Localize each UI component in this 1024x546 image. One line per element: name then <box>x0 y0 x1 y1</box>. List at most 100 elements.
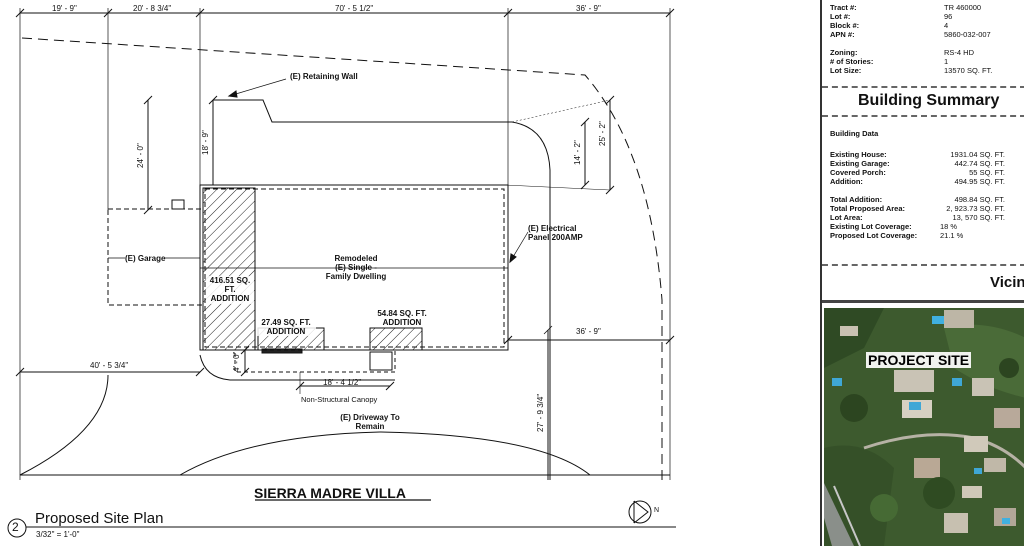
info-value: 5860-032-007 <box>944 30 991 39</box>
data-key: Addition: <box>830 177 863 186</box>
addition-54-line-2: ADDITION <box>382 318 422 328</box>
addition-416-line-1: 416.51 SQ. <box>209 276 251 285</box>
north-arrow-icon: N <box>654 507 660 514</box>
electrical-line-1: (E) Electrical <box>528 224 577 233</box>
data-value: 1931.04 SQ. FT. <box>950 150 1005 159</box>
canopy-label: Non-Structural Canopy <box>301 395 378 404</box>
drawing-number: 2 <box>12 520 19 534</box>
dwelling-label-line-3: Family Dwelling <box>325 272 387 282</box>
info-value: TR 460000 <box>944 3 982 12</box>
addition-54-label: 54.84 SQ. FT. ADDITION <box>372 309 432 328</box>
data-value: 13, 570 SQ. FT. <box>952 213 1005 222</box>
project-site-label: PROJECT SITE <box>866 352 972 368</box>
aerial-photo <box>824 308 1024 546</box>
info-row: Zoning:RS-4 HD <box>822 48 1024 57</box>
garage-label: (E) Garage <box>125 254 166 264</box>
data-value: 21.1 % <box>940 231 964 240</box>
vicinity-heading: Vicin <box>990 274 1024 291</box>
addition-27-label: 27.49 SQ. FT. ADDITION <box>256 318 316 337</box>
data-row: Covered Porch: 55 SQ. FT. <box>822 168 1024 177</box>
retaining-wall-label: (E) Retaining Wall <box>290 72 358 81</box>
info-key: # of Stories: <box>830 57 874 66</box>
dim-vertical-18: 18' - 9" <box>201 130 210 155</box>
building-data: Building Data Existing House: 1931.04 SQ.… <box>822 129 1024 240</box>
data-row: Addition: 494.95 SQ. FT. <box>822 177 1024 186</box>
dim-left-mid: 40' - 5 3/4" <box>90 361 129 370</box>
data-value: 494.95 SQ. FT. <box>954 177 1005 186</box>
addition-416-line-2: FT. <box>224 285 236 295</box>
dwelling-label-line-1: Remodeled <box>334 254 378 263</box>
driveway-line-1: (E) Driveway To <box>340 413 400 422</box>
data-value: 55 SQ. FT. <box>969 168 1005 177</box>
info-value: 1 <box>944 57 949 66</box>
info-key: APN #: <box>830 30 855 39</box>
addition-27-line-2: ADDITION <box>266 327 306 337</box>
data-key: Proposed Lot Coverage: <box>830 231 918 240</box>
data-key: Existing Lot Coverage: <box>830 222 912 231</box>
building-summary-heading: Building Summary <box>858 92 1000 109</box>
data-row: Existing House: 1931.04 SQ. FT. <box>822 150 1024 159</box>
info-value: 13570 SQ. FT. <box>944 66 993 75</box>
project-info: Tract #: TR 460000 Lot #: 96 Block #: 4 APN… <box>822 3 1024 75</box>
data-row: Existing Garage:442.74 SQ. FT. <box>822 159 1024 168</box>
data-row: Existing Lot Coverage: 18 % <box>822 222 1024 231</box>
site-plan-drawing <box>7 8 676 538</box>
section-divider <box>822 115 1024 117</box>
driveway-line-2: Remain <box>355 422 385 432</box>
dim-vertical-25: 25' - 2" <box>598 121 607 146</box>
driveway-label: (E) Driveway To Remain <box>330 413 410 431</box>
info-row: Block #: 4 <box>822 21 1024 30</box>
electrical-line-2: Panel 200AMP <box>528 233 583 243</box>
dim-top-1: 19' - 9" <box>52 4 77 13</box>
dim-vertical-24: 24' - 0" <box>136 143 145 168</box>
data-row: Proposed Lot Coverage: 21.1 % <box>822 231 1024 240</box>
dim-right-mid: 36' - 9" <box>576 327 601 336</box>
info-key: Lot #: <box>830 12 851 21</box>
data-value: 498.84 SQ. FT. <box>954 195 1005 204</box>
addition-416-line-3: ADDITION <box>210 294 250 304</box>
street-name: SIERRA MADRE VILLA <box>254 485 406 501</box>
dim-canopy-width: 18' - 4 1/2" <box>323 378 362 387</box>
dim-vertical-4: 4' - 0" <box>232 351 241 372</box>
info-row: Lot Size: 13570 SQ. FT. <box>822 66 1024 75</box>
dim-top-4: 36' - 9" <box>576 4 601 13</box>
info-value: 4 <box>944 21 949 30</box>
data-row: Total Addition: 498.84 SQ. FT. <box>822 195 1024 204</box>
dim-vertical-27: 27' - 9 3/4" <box>536 393 545 432</box>
section-divider <box>822 86 1024 88</box>
data-key: Total Proposed Area: <box>830 204 906 213</box>
info-row: Tract #: TR 460000 <box>822 3 1024 12</box>
info-key: Block #: <box>830 21 860 30</box>
info-row: APN #: 5860-032-007 <box>822 30 1024 39</box>
info-row: # of Stories: 1 <box>822 57 1024 66</box>
data-row: Lot Area: 13, 570 SQ. FT. <box>822 213 1024 222</box>
data-value: 18 % <box>940 222 958 231</box>
info-value: 96 <box>944 12 953 21</box>
info-key: Tract #: <box>830 3 857 12</box>
data-key: Existing House: <box>830 150 887 159</box>
addition-27-line-1: 27.49 SQ. FT. <box>261 318 311 327</box>
project-info-panel: Tract #: TR 460000 Lot #: 96 Block #: 4 APN… <box>820 0 1024 546</box>
dwelling-label: Remodeled (E) Single - Family Dwelling <box>320 254 392 282</box>
dim-vertical-14: 14' - 2" <box>573 140 582 165</box>
subheading-text: Building Data <box>830 129 879 138</box>
data-key: Covered Porch: <box>830 168 886 177</box>
dim-top-3: 70' - 5 1/2" <box>335 4 374 13</box>
building-data-subheading: Building Data <box>822 129 1024 138</box>
drawing-scale: 3/32" = 1'-0" <box>36 530 80 539</box>
data-row: Total Proposed Area: 2, 923.73 SQ. FT. <box>822 204 1024 213</box>
data-value: 2, 923.73 SQ. FT. <box>946 204 1005 213</box>
addition-416-label: 416.51 SQ. FT. ADDITION <box>206 276 254 304</box>
vicinity-map-image: PROJECT SITE <box>824 308 1024 546</box>
info-row: Lot #: 96 <box>822 12 1024 21</box>
data-key: Lot Area: <box>830 213 863 222</box>
dwelling-label-line-2: (E) Single - <box>335 263 377 273</box>
electrical-panel-label: (E) Electrical Panel 200AMP <box>528 224 583 242</box>
data-value: 442.74 SQ. FT. <box>954 159 1005 168</box>
dim-top-2: 20' - 8 3/4" <box>133 4 172 13</box>
data-key: Total Addition: <box>830 195 883 204</box>
addition-54-line-1: 54.84 SQ. FT. <box>377 309 427 318</box>
section-divider <box>822 264 1024 266</box>
info-key: Lot Size: <box>830 66 862 75</box>
info-value: RS-4 HD <box>944 48 975 57</box>
